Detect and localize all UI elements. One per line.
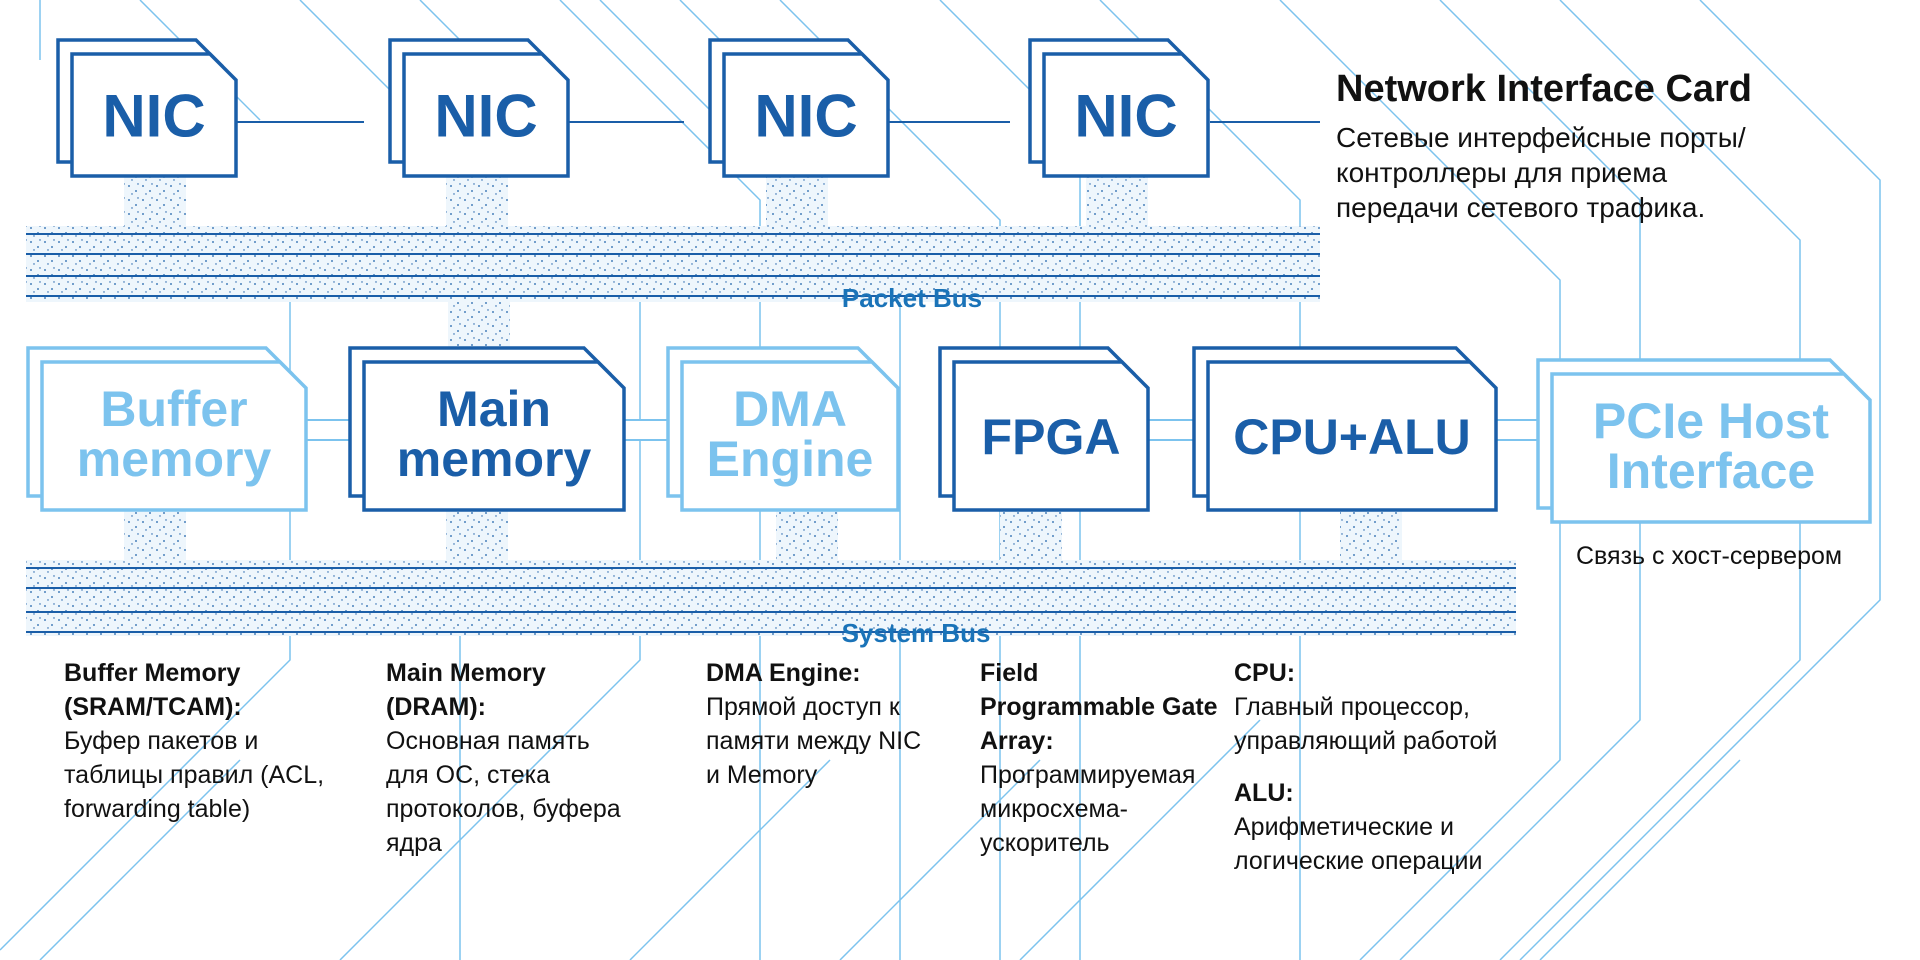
nic-chip-1: NIC	[56, 38, 238, 178]
packet-bus-band	[26, 226, 1320, 302]
system-bus-band	[26, 560, 1516, 636]
nic-chip-3: NIC	[708, 38, 890, 178]
nic-title: Network Interface Card	[1336, 68, 1753, 110]
module-link-3	[1491, 419, 1545, 441]
module-chip-main-label-2: memory	[397, 431, 592, 487]
module-chip-cpu-label: CPU+ALU	[1233, 409, 1471, 465]
nic-chip-4: NIC	[1028, 38, 1210, 178]
nic-chip-4-label: NIC	[1074, 83, 1177, 150]
note-dma-title: DMA Engine:	[706, 659, 861, 687]
pcie-note: Связь с хост-сервером	[1576, 542, 1843, 570]
bus-layer	[26, 176, 1516, 636]
nic-stub-2	[766, 176, 828, 236]
nic-stub-3	[1086, 176, 1148, 236]
nic-chip-2-label: NIC	[434, 83, 537, 150]
module-chip-dma-label-1: DMA	[733, 381, 847, 437]
note-alu-title: ALU:	[1234, 779, 1294, 807]
module-chip-buffer-label-1: Buffer	[100, 381, 247, 437]
nic-description-text: Сетевые интерфейсные порты/ контроллеры …	[1336, 122, 1746, 223]
module-chip-cpu: CPU+ALU	[1192, 346, 1498, 512]
trace-line-17	[629, 759, 831, 960]
note-main-text: Основная память для ОС, стека протоколов…	[386, 727, 621, 857]
note-dma-engine: DMA Engine: Прямой доступ к памяти между…	[706, 656, 936, 792]
trace-line-9	[1519, 0, 1881, 960]
note-fpga-title: Field Programmable Gate Array:	[980, 659, 1218, 755]
note-buffer-title: Buffer Memory (SRAM/TCAM):	[64, 659, 242, 721]
trace-line-18	[839, 759, 1041, 960]
module-stub-2	[776, 510, 838, 566]
note-buffer-text: Буфер пакетов и таблицы правил (ACL, for…	[64, 727, 325, 823]
note-fpga-text: Программируемая микросхема-ускоритель	[980, 761, 1196, 857]
module-chip-main-label-1: Main	[437, 381, 551, 437]
system-bus-label: System Bus	[842, 618, 991, 648]
note-dma-text: Прямой доступ к памяти между NIC и Memor…	[706, 693, 922, 789]
note-cpu-alu: CPU: Главный процессор, управляющий рабо…	[1234, 656, 1554, 878]
module-stub-0	[124, 510, 186, 566]
module-stub-3	[1000, 510, 1062, 566]
packet-bus-label: Packet Bus	[842, 283, 982, 313]
trace-line-15	[39, 759, 241, 960]
module-stub-4	[1340, 510, 1402, 566]
module-chip-pcie-label-1: PCIe Host	[1593, 393, 1830, 449]
module-chip-pcie-label-2: Interface	[1607, 443, 1815, 499]
nic-chip-2: NIC	[388, 38, 570, 178]
trace-line-19	[1019, 719, 1261, 960]
note-alu-text: Арифметические и логические операции	[1234, 813, 1483, 875]
note-cpu-title: CPU:	[1234, 659, 1296, 687]
note-fpga: Field Programmable Gate Array: Программи…	[980, 656, 1220, 860]
nic-stub-1	[446, 176, 508, 236]
module-chip-fpga-label: FPGA	[982, 409, 1121, 465]
note-main-title: Main Memory (DRAM):	[386, 659, 546, 721]
trace-line-20	[1539, 759, 1741, 960]
note-buffer-memory: Buffer Memory (SRAM/TCAM): Буфер пакетов…	[64, 656, 354, 826]
module-chip-dma-label-2: Engine	[707, 431, 874, 487]
module-chip-fpga: FPGA	[938, 346, 1150, 512]
nic-chip-3-label: NIC	[754, 83, 857, 150]
module-stub-1	[446, 510, 508, 566]
trace-line-1	[559, 0, 761, 960]
note-cpu-text: Главный процессор, управляющий работой	[1234, 693, 1498, 755]
note-main-memory: Main Memory (DRAM): Основная память для …	[386, 656, 626, 860]
nic-chip-1-label: NIC	[102, 83, 205, 150]
nic-description: Network Interface Card Сетевые интерфейс…	[1336, 66, 1756, 225]
module-chip-buffer-label-2: memory	[77, 431, 272, 487]
nic-stub-0	[124, 176, 186, 236]
